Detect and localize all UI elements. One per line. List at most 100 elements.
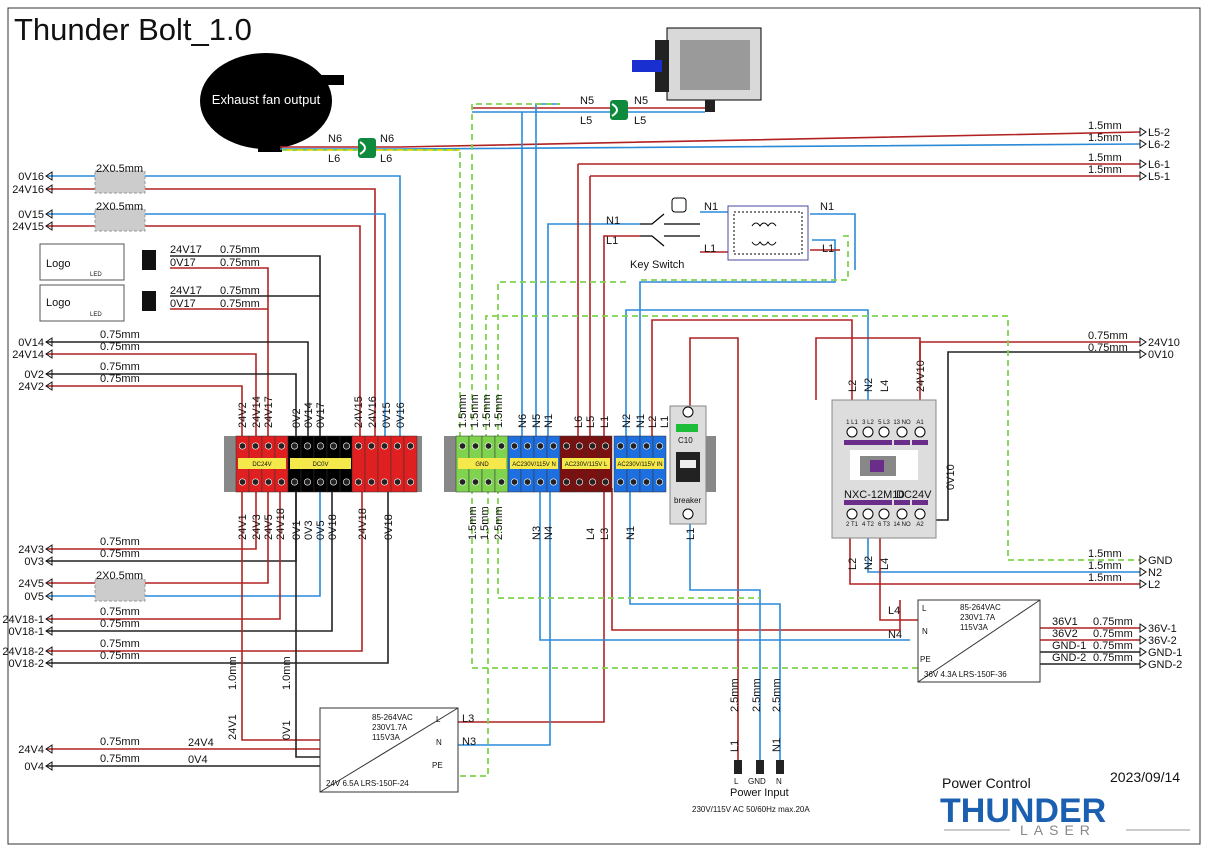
cable-size: 1.5mm: [1088, 572, 1122, 584]
signal-arrow: [45, 209, 53, 219]
wire-label: 2.5mm: [771, 678, 783, 712]
wire-name: GND-1: [1052, 640, 1086, 652]
signal-name: 24V18-2: [2, 646, 44, 658]
terminal-wire-label: 1.5mm: [469, 394, 481, 428]
svg-text:0.75mm: 0.75mm: [220, 257, 260, 269]
terminal-wire-label: 1.5mm: [481, 394, 493, 428]
terminal-wire-label: 2.5mm: [493, 506, 505, 540]
signal-arrow: [45, 349, 53, 359]
cable-size: 0.75mm: [100, 618, 140, 630]
pin-label: 2 T1: [846, 522, 859, 528]
terminal-wire-label: 24V18: [275, 508, 287, 540]
cable-size: 0.75mm: [1093, 628, 1133, 640]
signal-arrow: [1139, 555, 1147, 565]
signal-arrow: [45, 544, 53, 554]
signal-name: L6-1: [1148, 159, 1170, 171]
cable-size: 0.75mm: [100, 361, 140, 373]
cable-size: 0.75mm: [100, 736, 140, 748]
cable-size: 2X0.5mm: [96, 570, 143, 582]
svg-text:L1: L1: [704, 243, 716, 255]
signal-name: N2: [1148, 567, 1162, 579]
terminal: [403, 435, 418, 493]
terminal-wire-label: 24V1: [237, 514, 249, 540]
terminal-wire-label: 1.5mm: [467, 506, 479, 540]
svg-text:NXC-12M10: NXC-12M10: [844, 489, 905, 501]
signal-name: 24V10: [1148, 337, 1180, 349]
signal-name: L5-2: [1148, 127, 1170, 139]
cable-size: 1.5mm: [1088, 164, 1122, 176]
terminal-label: DC24V: [252, 462, 271, 468]
terminal-wire-label: 24V17: [263, 396, 275, 428]
signal-name: 24V18-1: [2, 614, 44, 626]
terminal-wire-label: N3: [531, 526, 543, 540]
terminal-wire-label: N1: [635, 414, 647, 428]
wire-label: 24V1: [227, 714, 239, 740]
signal-name: 0V3: [24, 556, 44, 568]
terminal-wire-label: 0V3: [303, 520, 315, 540]
terminal-wire-label: 0V1: [291, 520, 303, 540]
cable-size: 1.5mm: [1088, 152, 1122, 164]
psu-36v: 85-264VAC 230V1.7A 115V3A 36V 4.3A LRS-1…: [917, 599, 1041, 683]
exhaust-fan-icon: Exhaust fan output: [200, 53, 344, 152]
contactor-wire-label: L4: [879, 380, 891, 392]
svg-text:0V17: 0V17: [170, 298, 196, 310]
psu-24v: 85-264VAC 230V1.7A 115V3A 24V 6.5A LRS-1…: [319, 707, 459, 793]
connector-n6-l6: N6 N6 L6 L6: [328, 133, 394, 165]
svg-text:L5: L5: [580, 115, 592, 127]
cable-size: 0.75mm: [100, 638, 140, 650]
cable-size: 0.75mm: [100, 329, 140, 341]
signal-name: 0V10: [1148, 349, 1174, 361]
wire-label: 1.0mm: [281, 656, 293, 690]
terminal-wire-label: 0V17: [315, 402, 327, 428]
svg-text:PE: PE: [432, 761, 443, 770]
signal-arrow: [45, 337, 53, 347]
cable-size: 0.75mm: [100, 606, 140, 618]
terminal-wire-label: 0V14: [303, 402, 315, 428]
terminal-wire-label: 0V18: [327, 514, 339, 540]
contactor-wire-label: N2: [863, 556, 875, 570]
wire-label: L1: [729, 740, 741, 752]
signal-name: 0V4: [24, 761, 44, 773]
signal-name: L5-1: [1148, 171, 1170, 183]
signal-arrow: [45, 171, 53, 181]
page-border: [7, 7, 1201, 845]
svg-text:DC24V: DC24V: [896, 489, 932, 501]
svg-text:L1: L1: [606, 235, 618, 247]
terminal-wire-label: 0V2: [291, 408, 303, 428]
svg-text:230V1.7A: 230V1.7A: [960, 613, 996, 622]
signal-arrow: [45, 381, 53, 391]
cable-size: 0.75mm: [100, 548, 140, 560]
svg-text:N: N: [436, 738, 442, 747]
signal-arrow: [1139, 337, 1147, 347]
signal-arrow: [1139, 579, 1147, 589]
svg-text:24V4: 24V4: [188, 737, 214, 749]
svg-text:L: L: [436, 715, 441, 724]
signal-arrow: [1139, 127, 1147, 137]
pin-label: 14 NO: [893, 522, 911, 528]
svg-text:L6: L6: [328, 153, 340, 165]
signal-name: 24V3: [18, 544, 44, 556]
contactor-wire-label: N2: [863, 378, 875, 392]
svg-text:0V4: 0V4: [188, 754, 208, 766]
contactor-wire-label: L4: [879, 558, 891, 570]
signal-arrow: [1139, 159, 1147, 169]
terminal-wire-label: 1.5mm: [457, 394, 469, 428]
svg-text:N6: N6: [380, 133, 394, 145]
svg-text:24V 6.5A LRS-150F-24: 24V 6.5A LRS-150F-24: [326, 779, 409, 788]
signal-arrow: [45, 369, 53, 379]
signal-arrow: [45, 578, 53, 588]
pin-label: 5 L3: [878, 420, 890, 426]
svg-text:LASER: LASER: [1020, 822, 1096, 838]
pin-label: 13 NO: [893, 420, 911, 426]
cable-size: 2X0.5mm: [96, 201, 143, 213]
svg-text:N4: N4: [888, 629, 902, 641]
signal-arrow: [45, 556, 53, 566]
signal-arrow: [1139, 171, 1147, 181]
terminal-wire-label: L1: [685, 528, 697, 540]
svg-text:LED: LED: [90, 272, 102, 278]
svg-text:115V3A: 115V3A: [372, 733, 401, 742]
signal-arrow: [45, 614, 53, 624]
cable-size: 0.75mm: [100, 536, 140, 548]
contactor-wire-label: 0V10: [945, 464, 957, 490]
emi-filter: N1 L1: [727, 201, 834, 261]
